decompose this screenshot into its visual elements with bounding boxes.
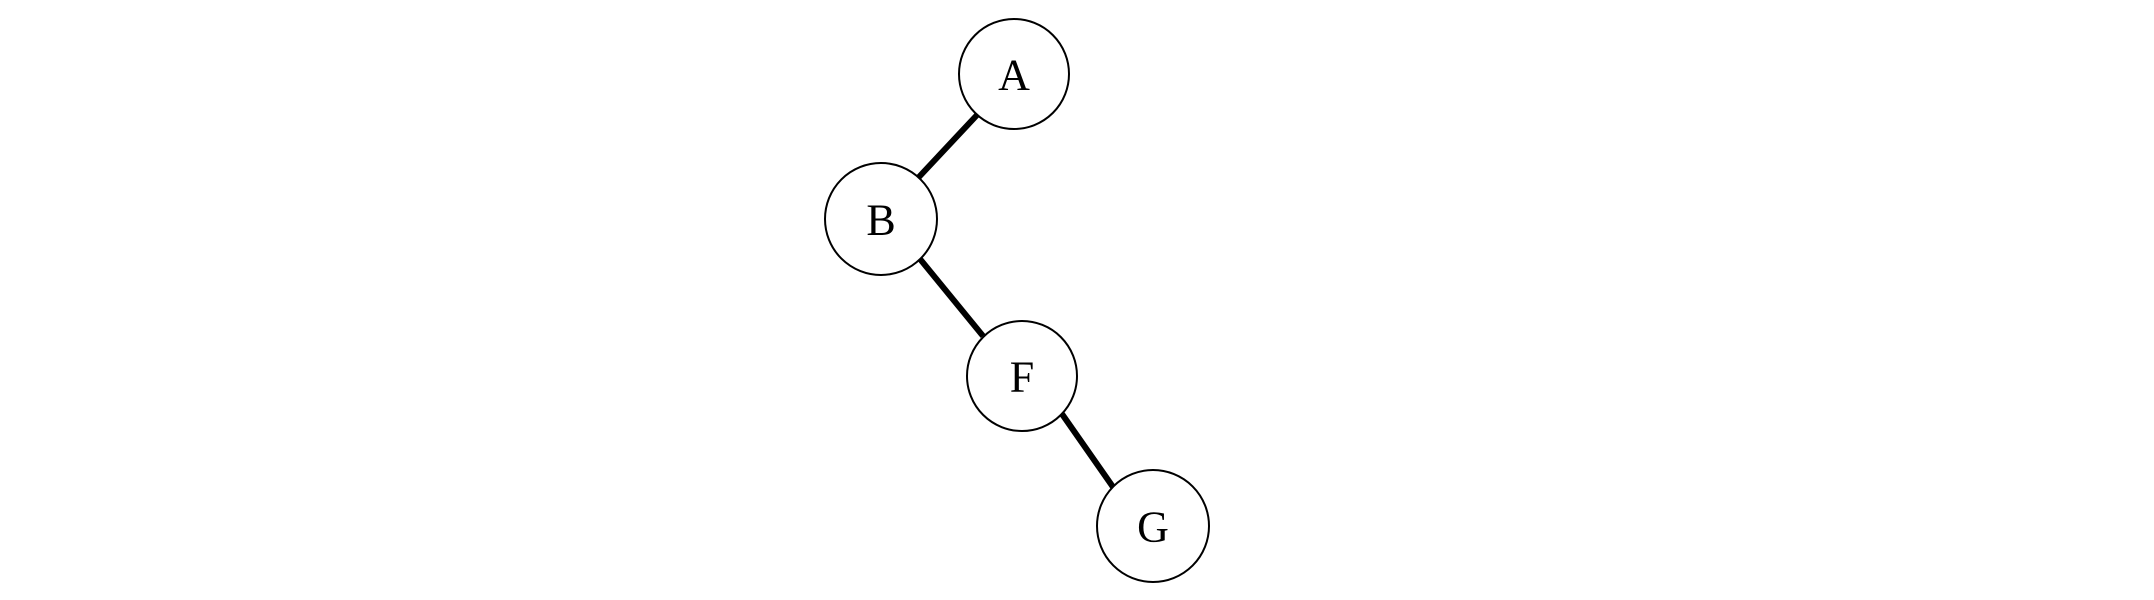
node-a-circle[interactable] [958,18,1070,130]
node-g-label: G [1137,503,1169,552]
node-b-circle[interactable] [824,162,938,276]
node-f[interactable]: F [966,320,1078,432]
node-g[interactable]: G [1096,469,1210,583]
edge-b-f [917,257,986,338]
edge-a-b [915,112,980,181]
node-layer: A B F G [824,18,1210,583]
edge-f-g [1059,412,1116,489]
edge-layer [915,112,1116,489]
node-a-label: A [998,51,1030,100]
node-b[interactable]: B [824,162,938,276]
node-a[interactable]: A [958,18,1070,130]
node-b-label: B [866,196,895,245]
node-f-circle[interactable] [966,320,1078,432]
node-f-label: F [1010,353,1034,402]
node-g-circle[interactable] [1096,469,1210,583]
